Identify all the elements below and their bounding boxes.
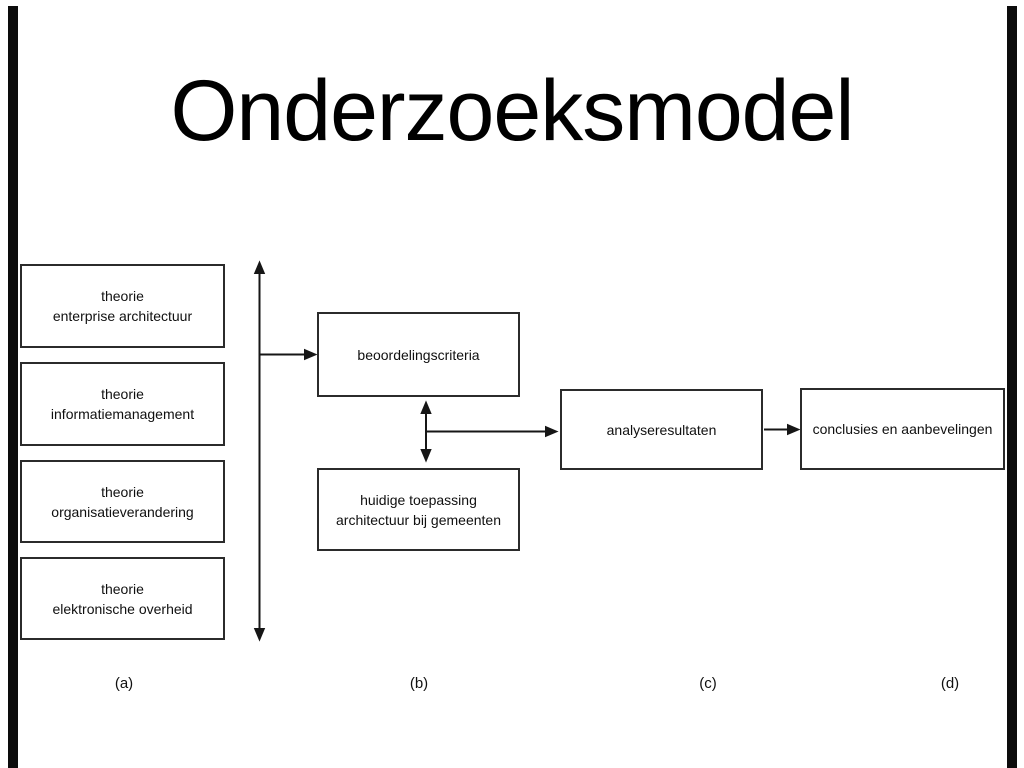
box-text-line: theorie [101,288,144,304]
theory-box-enterprise-architectuur: theorie enterprise architectuur [20,264,225,348]
column-label-c: (c) [699,675,717,692]
arrow-theories-span [253,260,266,642]
arrow-to-analysis [426,425,559,438]
theory-box-organisatieverandering: theorie organisatieverandering [20,460,225,543]
box-text-line: architectuur bij gemeenten [336,511,501,528]
criteria-box: beoordelingscriteria [317,312,520,397]
arrow-analysis-conclusions [764,423,801,436]
left-edge-bar [8,6,18,768]
theory-box-elektronische-overheid: theorie elektronische overheid [20,557,225,640]
column-label-d: (d) [940,675,960,692]
column-label-b: (b) [409,675,429,692]
box-text-line: analyseresultaten [606,421,717,438]
box-text-line: huidige toepassing [360,491,477,508]
box-text-line: conclusies en aanbevelingen [812,421,993,437]
theory-box-informatiemanagement: theorie informatiemanagement [20,362,225,446]
box-text-line: theorie [101,483,144,500]
box-text-line: beoordelingscriteria [357,346,480,363]
box-text-line: theorie [101,580,144,597]
arrow-criteria-current-bidirectional [420,400,432,463]
slide-title: Onderzoeksmodel [170,63,855,159]
conclusions-box: conclusies en aanbevelingen [800,388,1005,470]
box-text-line: enterprise architectuur [52,308,193,324]
current-practice-box: huidige toepassing architectuur bij geme… [317,468,520,551]
arrow-to-criteria [259,348,318,361]
box-text-line: organisatieverandering [51,503,194,520]
column-label-a: (a) [114,675,134,692]
box-text-line: elektronische overheid [52,600,193,617]
box-text-line: informatiemanagement [50,406,195,422]
right-edge-bar [1007,6,1017,768]
analysis-results-box: analyseresultaten [560,389,763,470]
box-text-line: theorie [101,386,144,402]
